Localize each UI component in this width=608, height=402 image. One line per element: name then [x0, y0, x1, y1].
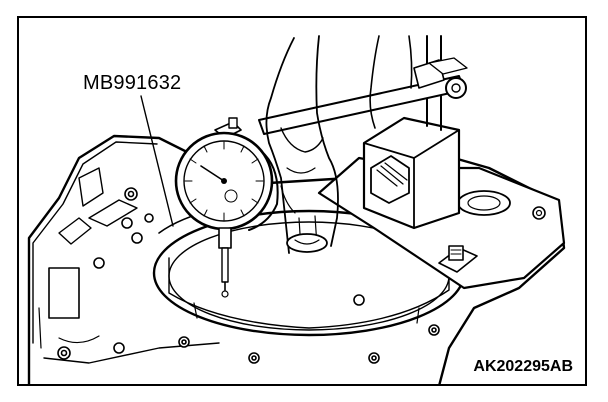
magnetic-base	[362, 116, 461, 230]
dial-indicator-measurement-illustration	[27, 35, 566, 384]
flange-bolt-holes	[57, 187, 440, 364]
figure-code: AK202295AB	[471, 358, 575, 376]
dial-indicator	[174, 117, 279, 291]
tool-number-callout: MB991632	[81, 72, 184, 94]
indicator-arm	[258, 57, 468, 135]
operator-hands	[265, 35, 413, 254]
callout-leader-line	[140, 95, 174, 227]
illustration-frame: MB991632 AK202295AB	[17, 16, 587, 386]
